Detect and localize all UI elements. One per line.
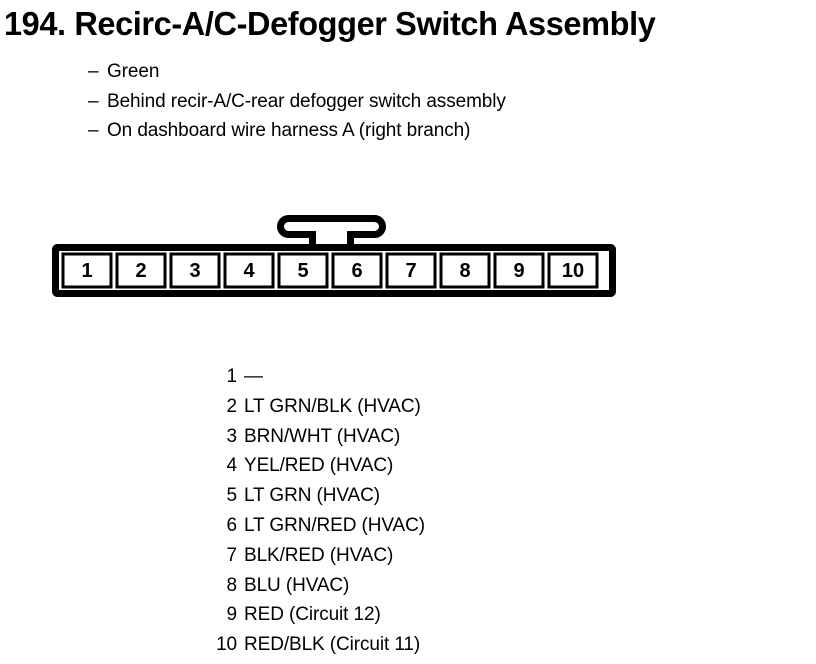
connector-cavity-4[interactable]: 4 <box>223 252 275 289</box>
pin-wire-label: RED/BLK (Circuit 11) <box>244 634 421 656</box>
description-item-harness: –On dashboard wire harness A (right bran… <box>88 116 506 146</box>
pin-row: 7 BLK/RED (HVAC) <box>180 541 425 571</box>
pin-number: 7 <box>226 544 238 566</box>
connector-cavity-3[interactable]: 3 <box>169 252 221 289</box>
description-item-color: –Green <box>88 57 506 87</box>
cavity-number-label: 7 <box>405 260 416 282</box>
connector-cavity-8[interactable]: 8 <box>439 252 491 289</box>
description-item-label: Behind recir-A/C-rear defogger switch as… <box>107 90 506 112</box>
cavity-number-label: 6 <box>351 260 362 282</box>
description-item-location: –Behind recir-A/C-rear defogger switch a… <box>88 87 506 117</box>
pin-row: 10 RED/BLK (Circuit 11) <box>180 630 425 660</box>
pin-row: 1— <box>180 362 425 392</box>
cavity-number-label: 5 <box>297 260 308 282</box>
pin-number: 9 <box>226 604 238 626</box>
connector-cavity-10[interactable]: 10 <box>547 252 599 289</box>
dash-bullet-icon: – <box>88 61 99 82</box>
dash-bullet-icon: – <box>88 90 99 112</box>
description-item-label: On dashboard wire harness A (right branc… <box>107 120 471 141</box>
connector-svg: 1 2 3 4 5 6 7 <box>52 215 616 297</box>
cavity-number-label: 4 <box>243 260 255 282</box>
connector-cavity-9[interactable]: 9 <box>493 252 545 289</box>
pin-number: 3 <box>226 425 238 447</box>
cavity-number-label: 3 <box>189 260 200 282</box>
pin-wire-label: LT GRN/RED (HVAC) <box>244 514 425 536</box>
connector-cavity-2[interactable]: 2 <box>115 252 167 289</box>
page-title: 194. Recirc-A/C-Defogger Switch Assembly <box>4 5 656 42</box>
pin-number: 5 <box>226 485 238 507</box>
pin-row: 3 BRN/WHT (HVAC) <box>180 422 425 452</box>
pin-wire-label: RED (Circuit 12) <box>244 604 381 626</box>
description-item-label: Green <box>107 61 160 82</box>
pin-row: 8 BLU (HVAC) <box>180 571 425 601</box>
pin-row: 5 LT GRN (HVAC) <box>180 481 425 511</box>
pin-row: 6 LT GRN/RED (HVAC) <box>180 511 426 541</box>
pin-wire-label: — <box>244 366 263 387</box>
pin-row: 2 LT GRN/BLK (HVAC) <box>180 392 425 422</box>
cavity-number-label: 10 <box>562 260 584 282</box>
pin-wire-label: YEL/RED (HVAC) <box>244 455 394 477</box>
connector-cavity-7[interactable]: 7 <box>385 252 437 289</box>
pin-number: 2 <box>226 395 238 417</box>
pin-number: 6 <box>226 514 238 536</box>
connector-latch-icon <box>277 215 386 252</box>
pin-number: 4 <box>226 455 238 477</box>
description-list: –Green –Behind recir-A/C-rear defogger s… <box>88 57 506 146</box>
dash-bullet-icon: – <box>88 120 99 141</box>
connector-cavity-1[interactable]: 1 <box>61 252 113 289</box>
pin-wire-label: BLU (HVAC) <box>244 574 350 596</box>
pin-wire-label: LT GRN (HVAC) <box>244 485 380 507</box>
cavity-number-label: 1 <box>81 260 92 282</box>
cavity-number-label: 9 <box>513 260 524 282</box>
pin-wire-label: BLK/RED (HVAC) <box>244 544 394 566</box>
connector-cavity-5[interactable]: 5 <box>277 252 329 289</box>
pin-row: 4 YEL/RED (HVAC) <box>180 451 425 481</box>
pin-wire-label: LT GRN/BLK (HVAC) <box>244 395 421 417</box>
pin-wire-label: BRN/WHT (HVAC) <box>244 425 401 447</box>
connector-cavity-6[interactable]: 6 <box>331 252 383 289</box>
pin-number: 10 <box>216 634 237 656</box>
cavity-number-label: 2 <box>135 260 146 282</box>
cavity-number-label: 8 <box>459 260 470 282</box>
pin-number: 1 <box>226 366 238 387</box>
connector-diagram: 1 2 3 4 5 6 7 <box>48 208 628 303</box>
pin-row: 9 RED (Circuit 12) <box>180 600 425 630</box>
pin-number: 8 <box>226 574 238 596</box>
